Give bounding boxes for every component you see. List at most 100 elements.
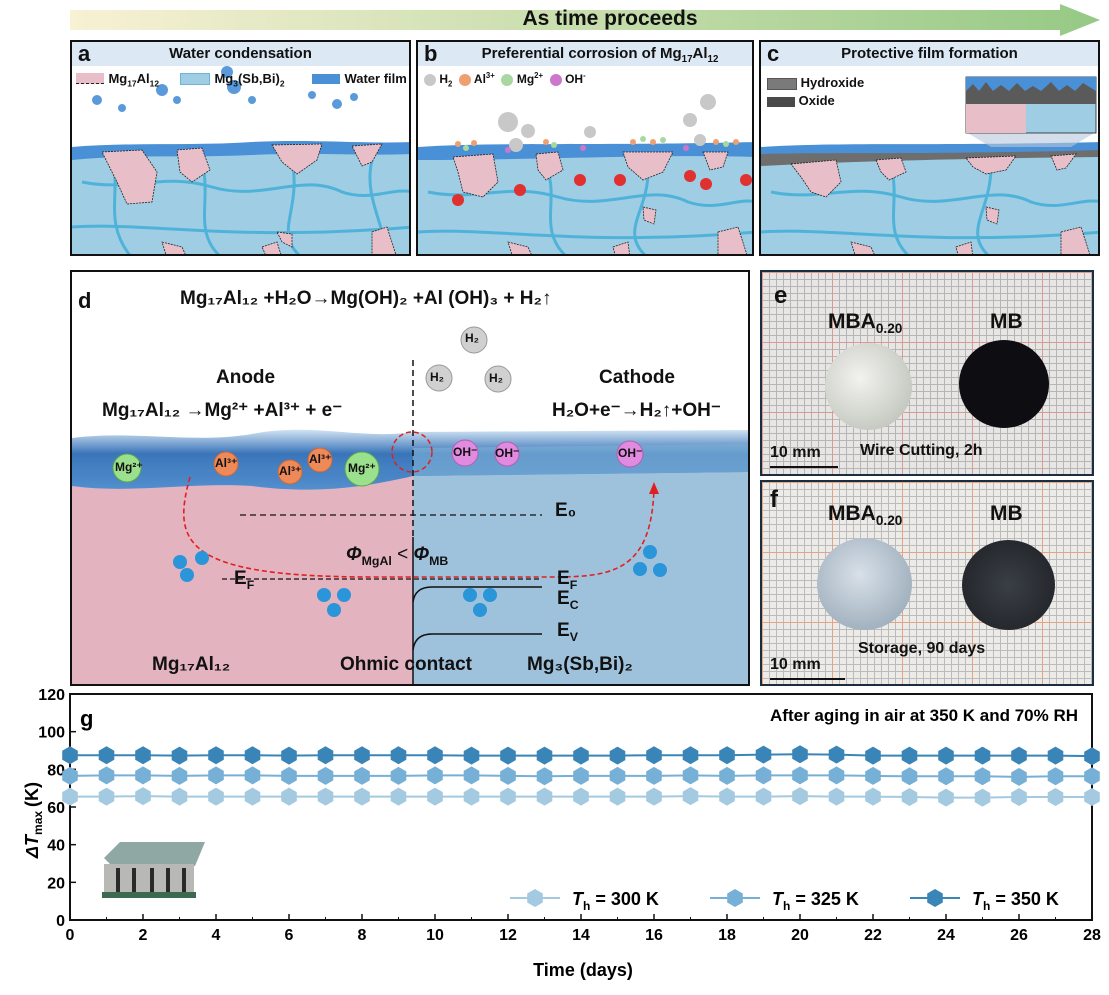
- panel-c: c Protective film formation Hydroxide Ox…: [759, 40, 1100, 256]
- data-point: [171, 766, 188, 785]
- data-point: [901, 767, 918, 786]
- panel-a-title: Water condensation: [169, 45, 312, 62]
- data-point: [609, 787, 626, 806]
- chart-annotation: After aging in air at 350 K and 70% RH: [770, 706, 1078, 725]
- sample-left-label: MBA0.20: [828, 502, 902, 528]
- data-point: [682, 766, 699, 785]
- scale-bar: [770, 678, 845, 680]
- legend-symbol: T: [972, 889, 985, 909]
- data-point: [281, 746, 297, 765]
- h2-swatch: [424, 73, 436, 86]
- data-point: [536, 767, 553, 786]
- legend-oxide: Oxide: [767, 92, 864, 110]
- legend-sub: 3: [233, 78, 238, 89]
- data-point: [354, 746, 370, 765]
- ion-label: Al³⁺: [279, 464, 302, 478]
- oh-ion-swatch: [549, 73, 562, 86]
- data-point: [244, 766, 261, 785]
- right-material-label: Mg₃(Sb,Bi)₂: [527, 654, 633, 675]
- x-tick-label: 6: [285, 927, 294, 944]
- plot-frame: [69, 693, 1093, 921]
- data-point: [354, 787, 370, 806]
- cathode-reaction: H₂O+e⁻→H₂↑+OH⁻: [552, 400, 721, 421]
- data-point: [1047, 788, 1064, 806]
- data-point: [1084, 747, 1100, 766]
- data-point: [1047, 767, 1064, 786]
- data-point: [281, 787, 297, 806]
- data-point: [646, 766, 662, 785]
- title-text: Al: [692, 45, 708, 62]
- ef-right-label: EF: [557, 568, 578, 592]
- legend-text: = 350 K: [990, 889, 1059, 909]
- panel-c-letter: c: [767, 41, 780, 66]
- legend-swatch: [312, 73, 340, 84]
- x-tick-label: 24: [937, 927, 955, 944]
- x-tick-label: 26: [1010, 927, 1028, 944]
- time-arrow: [70, 4, 1100, 36]
- al-ion: [307, 447, 333, 473]
- data-point: [755, 787, 772, 806]
- data-point: [901, 746, 918, 765]
- data-point: [865, 746, 881, 765]
- data-point: [281, 766, 297, 785]
- legend-marker: [727, 889, 743, 907]
- legend-text: = 325 K: [790, 889, 859, 909]
- legend-label: Mg: [516, 72, 535, 86]
- oh-ion: [451, 439, 479, 467]
- legend-symbol: T: [572, 889, 585, 909]
- data-point: [573, 746, 589, 765]
- legend-label: (Sb,Bi): [237, 71, 280, 86]
- title-sub: 17: [681, 54, 693, 65]
- data-point: [792, 745, 808, 764]
- ion-label: Mg²⁺: [348, 461, 376, 475]
- data-point: [682, 787, 699, 806]
- data-point: [354, 766, 370, 785]
- data-point: [244, 746, 261, 765]
- x-axis-label: Time (days): [533, 960, 633, 980]
- data-point: [390, 746, 407, 765]
- ion-label: Al³⁺: [309, 452, 332, 466]
- scale-bar-label: 10 mm: [770, 444, 821, 461]
- data-point: [317, 766, 334, 785]
- data-point: [974, 788, 991, 807]
- legend-marker: [927, 889, 943, 907]
- data-point: [208, 787, 224, 806]
- ec-label: EC: [557, 588, 579, 612]
- legend-label: Al: [136, 71, 150, 86]
- data-point: [1084, 767, 1100, 786]
- x-tick-label: 0: [66, 927, 75, 944]
- series-layer: [62, 745, 1100, 807]
- ion-legend: H2 Al3+ Mg2+ OH-: [424, 71, 586, 88]
- data-point: [62, 766, 78, 785]
- al-ion-swatch: [459, 73, 472, 86]
- al-ion: [213, 451, 239, 477]
- film-inset: [965, 76, 1097, 134]
- legend-label: Th = 325 K: [772, 889, 859, 913]
- data-point: [792, 766, 808, 785]
- data-point: [427, 787, 443, 806]
- panel-a-header: [72, 42, 409, 66]
- data-point: [719, 746, 735, 765]
- x-tick-label: 28: [1083, 927, 1101, 944]
- legend-label: Mg: [214, 71, 234, 86]
- data-point: [682, 746, 699, 765]
- data-point: [536, 787, 553, 806]
- x-tick-label: 18: [718, 927, 736, 944]
- legend-sup: -: [583, 71, 586, 80]
- y-tick-label: 120: [38, 688, 65, 704]
- legend-sub: h: [783, 899, 790, 913]
- legend-text: = 300 K: [590, 889, 659, 909]
- ohmic-contact-label: Ohmic contact: [340, 654, 472, 675]
- data-point: [171, 746, 188, 765]
- ion-label: OH⁻: [453, 445, 478, 459]
- ec-band: [412, 586, 542, 603]
- anode-title: Anode: [216, 367, 276, 388]
- title-sub: 12: [707, 54, 719, 65]
- sample-right-label: MB: [990, 502, 1023, 525]
- legend-label: Oxide: [798, 93, 835, 108]
- left-material-label: Mg₁₇Al₁₂: [152, 654, 231, 675]
- legend-sup: 3+: [485, 71, 495, 80]
- data-point: [390, 766, 407, 785]
